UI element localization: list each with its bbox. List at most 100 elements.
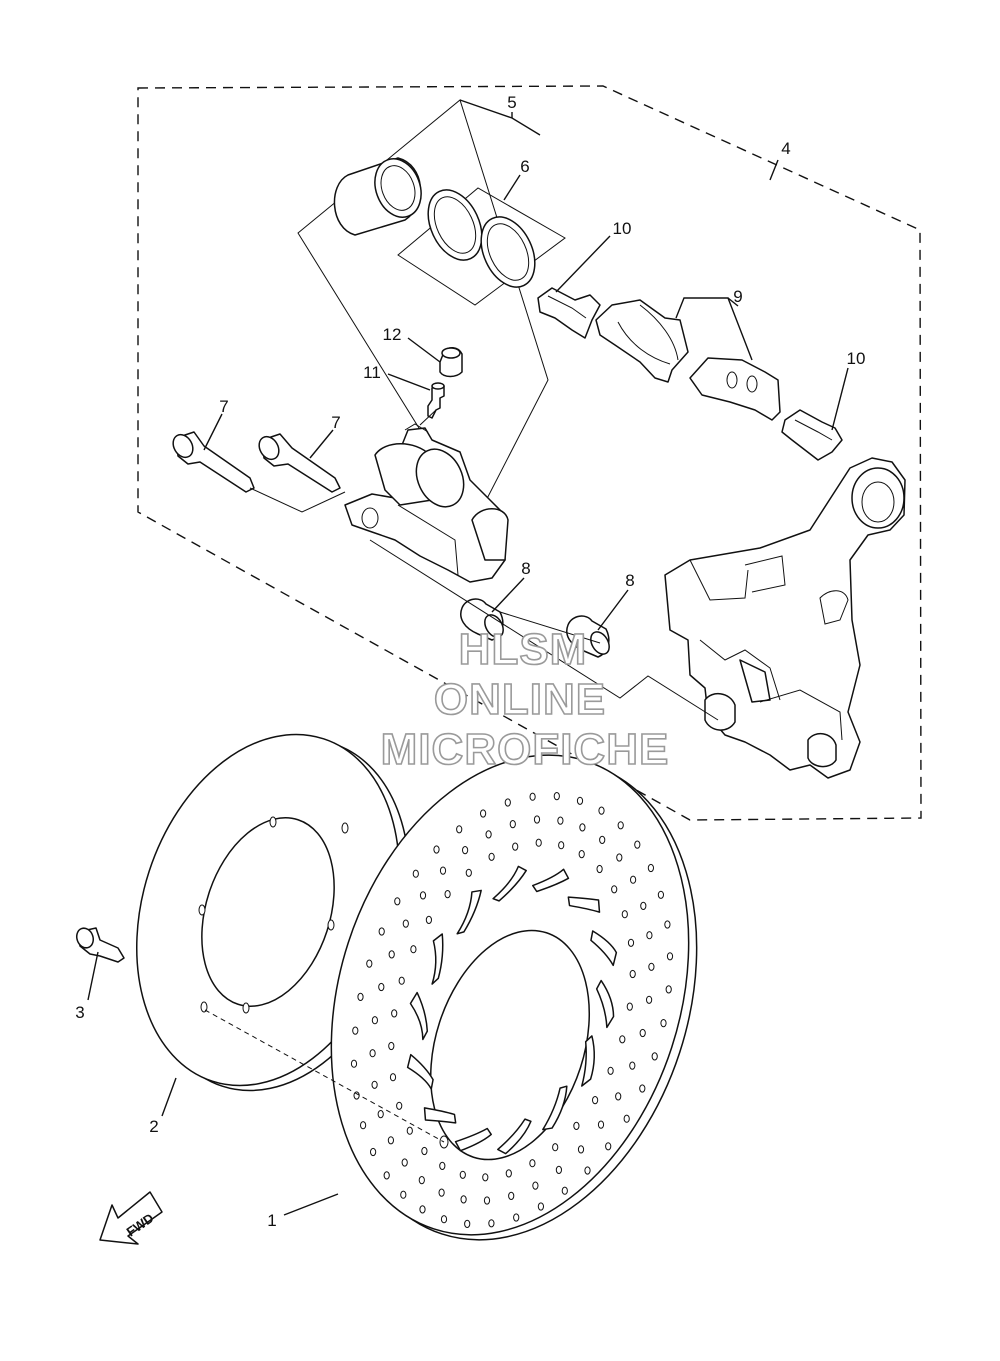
drill-hole [512, 842, 519, 851]
drill-hole [639, 1028, 646, 1038]
assembly-boundary [137, 85, 922, 821]
drill-hole [666, 952, 674, 961]
brake-pad-left [595, 299, 689, 383]
callout-3: 3 [75, 1003, 84, 1022]
drill-hole [639, 1084, 646, 1093]
drill-hole [402, 919, 409, 928]
vent-slot [454, 1127, 492, 1152]
drill-hole [438, 1188, 445, 1197]
drill-hole [607, 1066, 614, 1075]
watermark-line-1: HLSM [459, 625, 588, 674]
drill-hole [391, 1009, 398, 1018]
drill-hole [464, 1219, 471, 1229]
disc-bolt [75, 927, 125, 963]
drill-hole [605, 1142, 612, 1151]
vent-slot [431, 933, 444, 985]
drill-hole [370, 1147, 377, 1157]
drill-hole [388, 950, 395, 959]
drill-hole [378, 982, 385, 992]
pad-clip-top [537, 287, 601, 339]
drill-hole [596, 864, 603, 874]
callout-2: 2 [149, 1117, 158, 1136]
drill-hole [513, 1213, 520, 1222]
drill-hole [616, 853, 623, 862]
vent-slot [581, 1035, 595, 1087]
drill-hole [394, 897, 401, 906]
drill-hole [626, 1002, 633, 1011]
drill-hole [615, 1092, 622, 1101]
drill-hole [646, 995, 653, 1004]
drill-hole [640, 901, 647, 911]
drill-hole [657, 890, 665, 899]
drill-hole [555, 1165, 563, 1175]
vent-slot [406, 1053, 434, 1090]
drill-hole [483, 1196, 491, 1205]
drill-hole [630, 875, 637, 884]
drill-hole [401, 1158, 408, 1167]
callout-10-top: 10 [613, 219, 632, 238]
caliper-bracket [664, 457, 906, 779]
vent-slot [497, 1118, 532, 1155]
drill-hole [537, 1202, 545, 1211]
drill-hole [621, 910, 628, 919]
boot-left [460, 598, 504, 641]
callout-5: 5 [507, 93, 516, 112]
drill-hole [387, 1136, 394, 1145]
callout-12: 12 [383, 325, 402, 344]
drill-hole [648, 962, 655, 971]
drill-hole [485, 830, 492, 839]
brake-disc-drilled [330, 754, 698, 1241]
drill-hole [460, 1195, 467, 1204]
drill-hole [508, 1191, 515, 1201]
leader-lines [87, 99, 849, 1216]
piston-group-outline [297, 99, 549, 522]
drill-hole [611, 885, 618, 894]
drill-hole [412, 869, 419, 878]
drill-hole [421, 1146, 428, 1156]
drill-hole [664, 920, 671, 929]
seals [427, 189, 536, 288]
drill-hole [398, 976, 405, 985]
drill-hole [482, 1173, 489, 1182]
drill-hole [360, 1121, 367, 1130]
drill-hole [377, 1110, 384, 1119]
drill-hole [617, 821, 624, 830]
vent-slot [595, 979, 615, 1029]
callout-6: 6 [520, 157, 529, 176]
pad-clip-bottom [781, 409, 843, 461]
drill-hole [532, 1181, 539, 1190]
drill-hole [480, 809, 487, 818]
drill-hole [444, 890, 451, 899]
drill-hole [488, 852, 495, 861]
vent-slot [423, 1107, 457, 1124]
callout-8-left: 8 [521, 559, 530, 578]
drill-hole [623, 1114, 630, 1123]
vent-slot [590, 930, 618, 967]
drill-hole [378, 927, 385, 936]
drill-hole [558, 841, 565, 850]
drill-hole [371, 1016, 378, 1025]
drill-hole [504, 798, 511, 807]
assembly-lines [249, 409, 719, 721]
drill-hole [599, 835, 606, 845]
drill-hole [505, 1169, 512, 1178]
drill-hole [553, 792, 560, 801]
drill-hole [352, 1026, 359, 1035]
slide-pin-left [172, 431, 255, 493]
drill-hole [425, 915, 432, 925]
drill-hole [592, 1096, 599, 1105]
drill-hole [371, 1080, 378, 1089]
drill-hole [629, 1061, 636, 1070]
callout-8-right: 8 [625, 571, 634, 590]
drill-hole [456, 825, 463, 834]
caliper-body [344, 423, 509, 583]
alignment-line [204, 1009, 445, 1143]
drill-hole [418, 1176, 425, 1185]
bleeder-cap [439, 347, 463, 378]
drill-hole [573, 1121, 580, 1131]
drill-hole [619, 1035, 626, 1044]
callout-11: 11 [363, 363, 381, 382]
drill-hole [353, 1091, 360, 1100]
drill-hole [584, 1166, 591, 1175]
drill-hole [577, 1145, 585, 1154]
